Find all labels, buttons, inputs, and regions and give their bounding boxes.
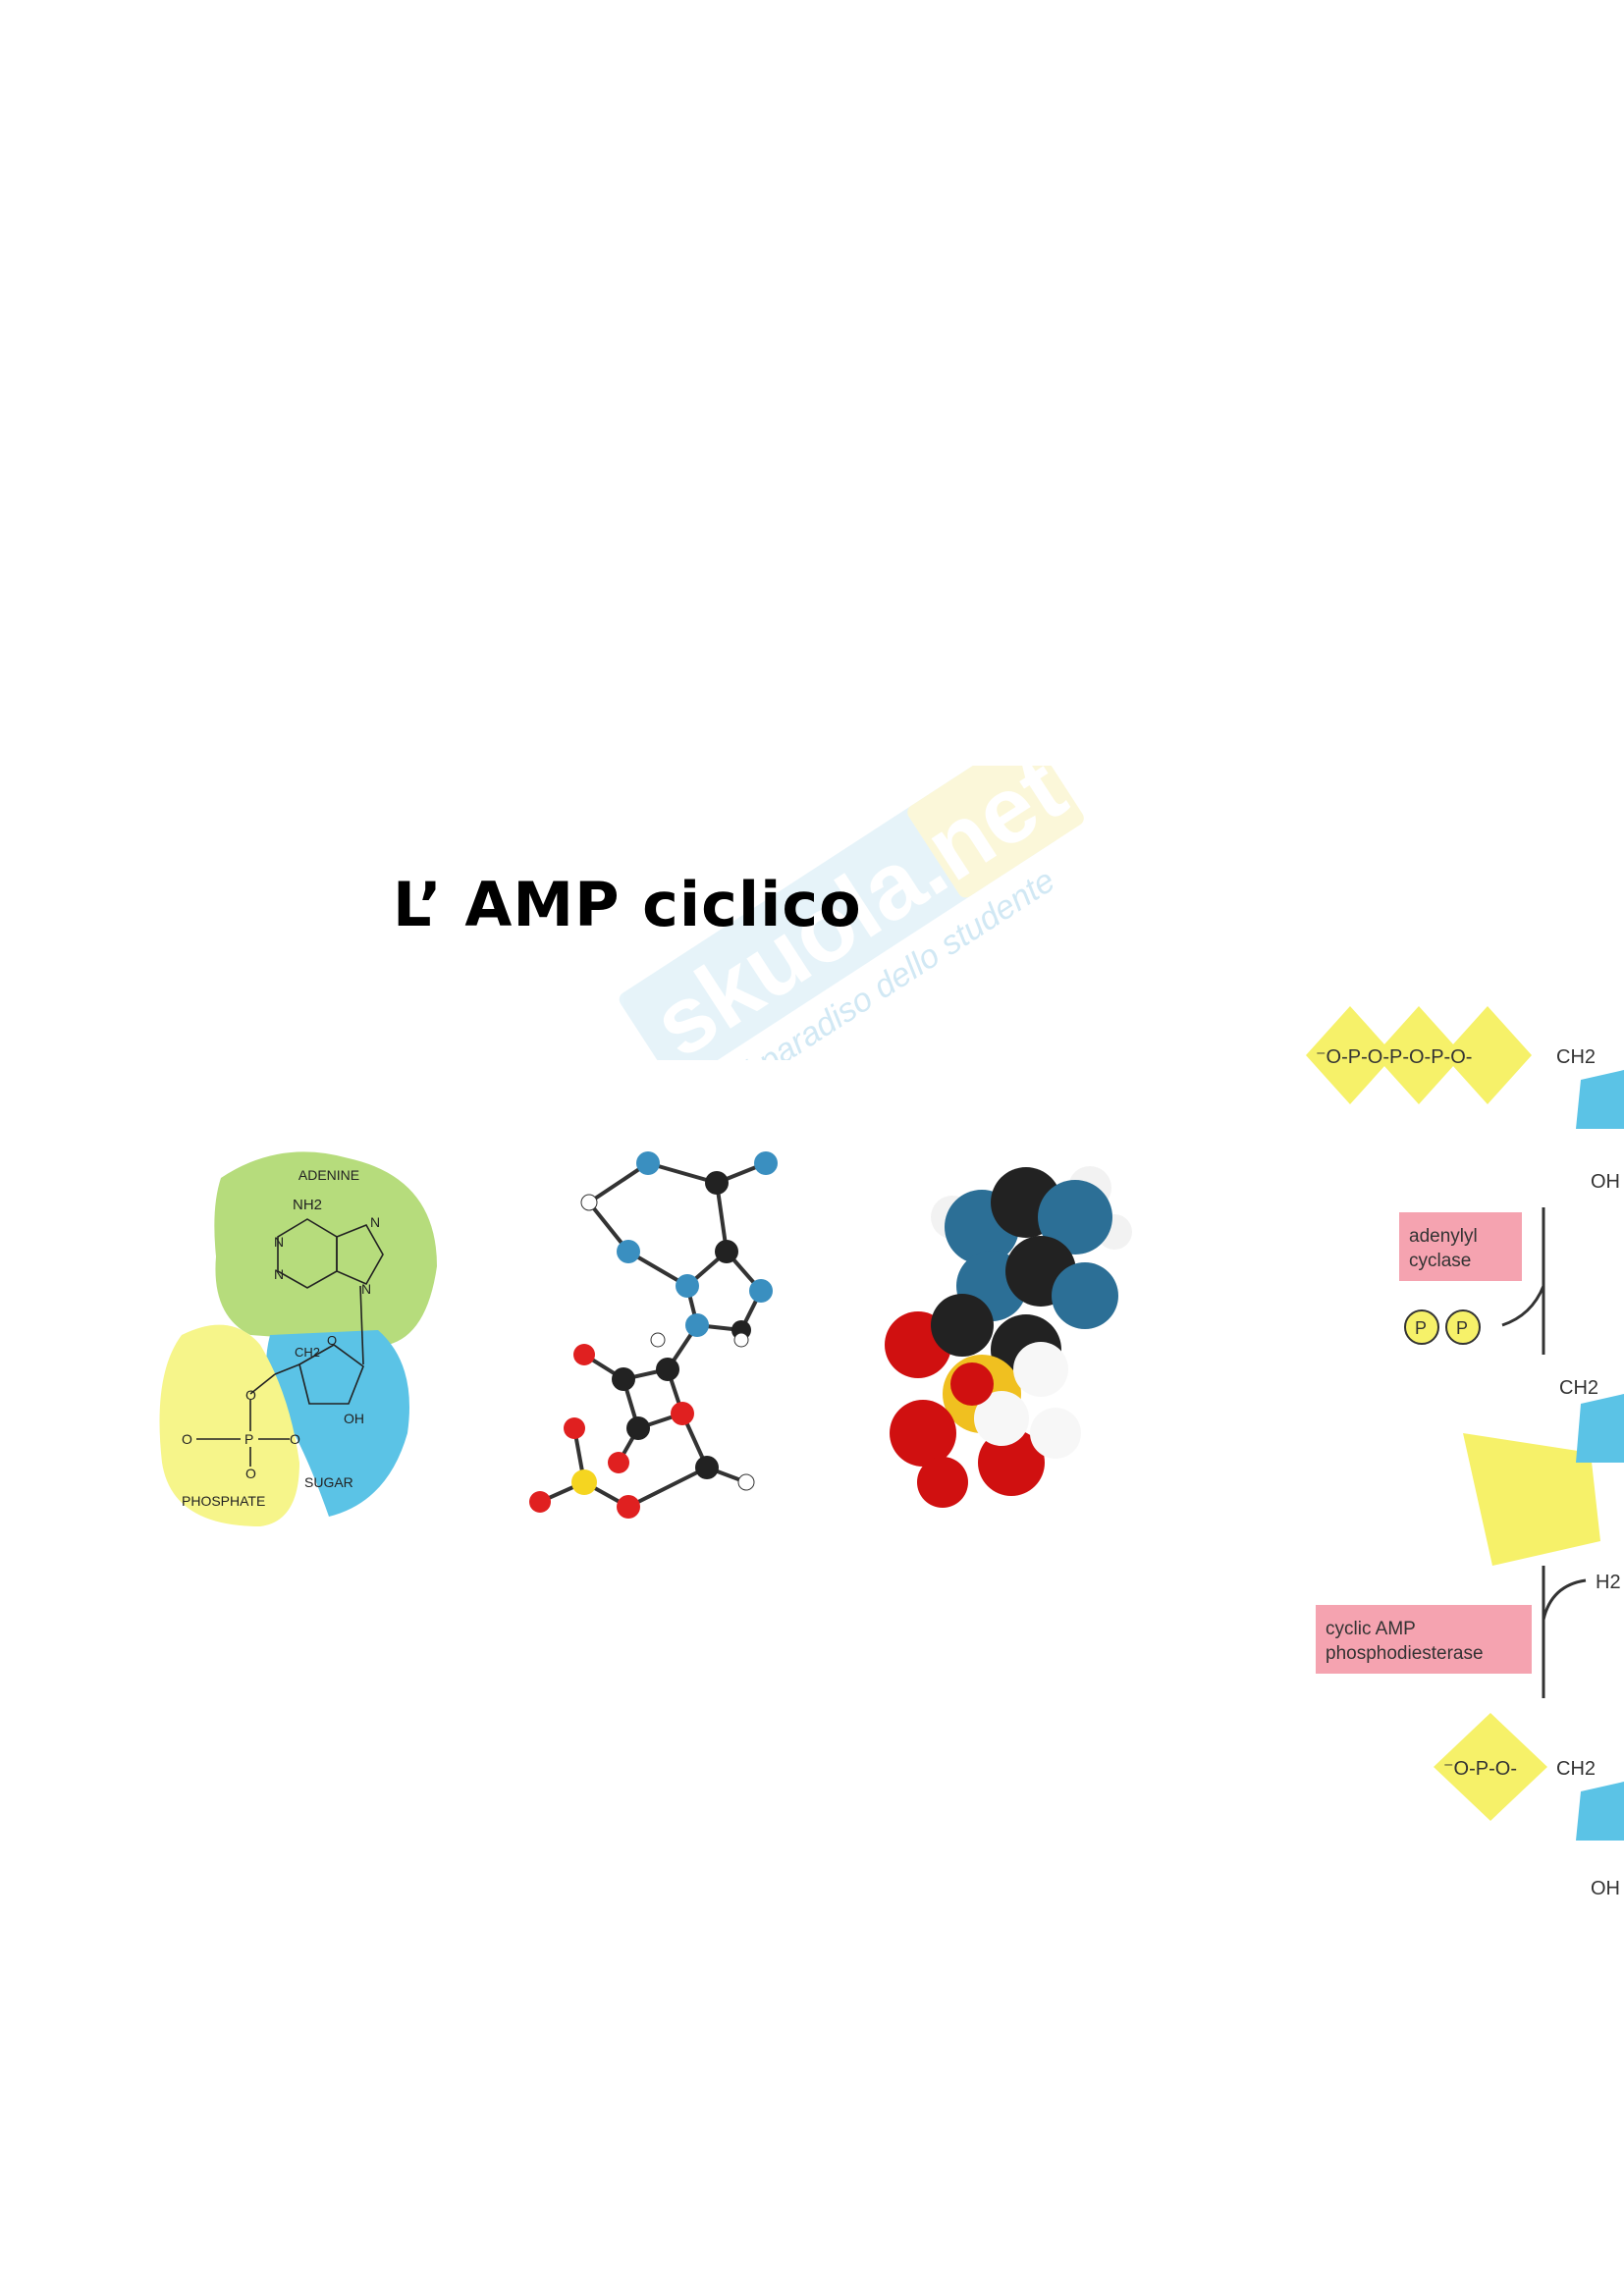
phosphate-label: PHOSPHATE — [182, 1493, 265, 1509]
svg-text:⁻O-P-O-P-O-P-O-: ⁻O-P-O-P-O-P-O- — [1316, 1046, 1472, 1068]
n-atom: N — [370, 1214, 380, 1230]
n-atom: N — [274, 1234, 284, 1250]
pp-label: P — [1415, 1318, 1427, 1338]
cyclic-phosphate-group — [1463, 1433, 1600, 1566]
o-atom: O — [182, 1431, 192, 1447]
o-atom: O — [327, 1333, 337, 1348]
ribose-ring — [1576, 1394, 1624, 1463]
enzyme1-line1: adenylyl — [1409, 1226, 1478, 1247]
triphosphate-group — [1306, 1006, 1532, 1104]
o-atom: O — [245, 1466, 256, 1481]
enzyme2-line2: phosphodiesterase — [1326, 1643, 1484, 1664]
pp-circle-1 — [1404, 1309, 1439, 1345]
pp-label: P — [1456, 1318, 1468, 1338]
phosphate-region — [159, 1324, 299, 1526]
o-atom: O — [245, 1387, 256, 1403]
monophosphate-group — [1434, 1713, 1547, 1821]
phosphodiesterase-box — [1316, 1605, 1532, 1674]
page-title: L’ AMP ciclico — [393, 869, 862, 940]
camp-structure-diagram: ADENINE NH2 N N N N CH2 O OH SUGAR O P O… — [159, 1151, 437, 1526]
enzyme1-line2: cyclase — [1409, 1251, 1471, 1271]
oh-label: OH — [1591, 1171, 1620, 1193]
p-atom: P — [244, 1431, 253, 1447]
water-label: H2 — [1596, 1572, 1621, 1593]
n-atom: N — [274, 1266, 284, 1282]
svg-text:⁻O-P-O-: ⁻O-P-O- — [1443, 1758, 1517, 1780]
pp-circle-2 — [1445, 1309, 1481, 1345]
sugar-label: SUGAR — [304, 1474, 353, 1490]
ch2-label: CH2 — [1559, 1377, 1598, 1399]
adenine-label: ADENINE — [298, 1167, 359, 1183]
ch2-label: CH2 — [295, 1345, 320, 1360]
oh-label: OH — [344, 1411, 364, 1426]
space-filling-model — [885, 1166, 1132, 1508]
adenine-rings — [277, 1218, 384, 1365]
phosphate-bonds — [196, 1400, 290, 1467]
ribose-ring — [1576, 1070, 1624, 1129]
sugar-ring — [249, 1344, 364, 1405]
adenylyl-cyclase-box — [1399, 1212, 1522, 1281]
ribose-ring — [1576, 1782, 1624, 1841]
nh2-label: NH2 — [293, 1197, 322, 1213]
camp-pathway-diagram: ⁻O-P-O-P-O-P-O- CH2 OH adenylyl cyclase … — [1306, 1006, 1624, 1899]
ball-and-stick-model — [529, 1151, 778, 1519]
ch2-label: CH2 — [1556, 1758, 1596, 1780]
oh-label: OH — [1591, 1878, 1620, 1899]
o-atom: O — [290, 1431, 300, 1447]
ch2-label: CH2 — [1556, 1046, 1596, 1068]
adenine-region — [214, 1151, 437, 1345]
n-atom: N — [361, 1281, 371, 1297]
enzyme2-line1: cyclic AMP — [1326, 1619, 1416, 1639]
